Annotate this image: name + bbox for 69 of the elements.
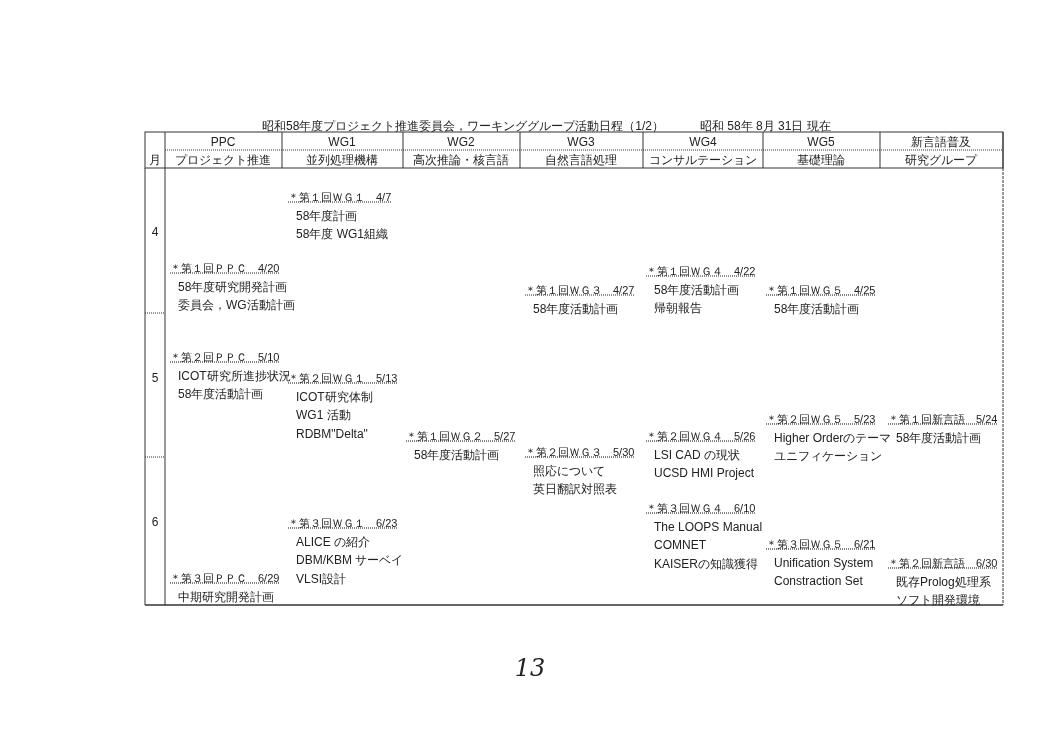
agenda-item: 委員会，WG活動計画 bbox=[178, 298, 295, 312]
column-header: 新言語普及 bbox=[911, 135, 971, 149]
agenda-item: ICOT研究所進捗状況 bbox=[178, 369, 291, 382]
column-subheader: 研究グループ bbox=[905, 153, 977, 167]
agenda-item: 58年度 WG1組織 bbox=[296, 227, 388, 241]
agenda-item: Unification System bbox=[774, 556, 874, 569]
meeting-heading: ＊第２回ＷＧ３ 5/30 bbox=[525, 445, 635, 459]
agenda-item: 58年度活動計画 bbox=[533, 302, 619, 315]
column-header: WG3 bbox=[567, 135, 595, 149]
agenda-item: RDBM"Delta" bbox=[296, 427, 368, 440]
agenda-item: 58年度活動計画 bbox=[774, 302, 860, 315]
column-subheader: プロジェクト推進 bbox=[175, 153, 271, 167]
agenda-item: 既存Prolog処理系 bbox=[896, 575, 991, 588]
column-header: WG1 bbox=[328, 135, 356, 149]
column-header: PPC bbox=[210, 135, 236, 149]
agenda-item: 58年度計画 bbox=[296, 209, 358, 222]
agenda-item: KAISERの知識獲得 bbox=[654, 557, 758, 570]
agenda-item: ALICE の紹介 bbox=[296, 535, 370, 548]
meeting-heading: ＊第３回ＰＰＣ 6/29 bbox=[170, 571, 280, 585]
agenda-item: 58年度活動計画 bbox=[414, 448, 500, 461]
column-subheader: 自然言語処理 bbox=[545, 153, 617, 167]
meeting-heading: ＊第２回ＰＰＣ 5/10 bbox=[170, 350, 280, 364]
meeting-heading: ＊第１回ＷＧ４ 4/22 bbox=[646, 264, 756, 278]
agenda-item: 中期研究開発計画 bbox=[178, 590, 274, 603]
agenda-item: 58年度活動計画 bbox=[654, 283, 740, 296]
month-label: 5 bbox=[151, 371, 159, 385]
meeting-heading: ＊第１回ＷＧ５ 4/25 bbox=[766, 283, 876, 297]
agenda-item: 照応について bbox=[533, 464, 605, 477]
column-subheader: コンサルテーション bbox=[649, 153, 757, 167]
month-label: 4 bbox=[151, 225, 159, 239]
agenda-item: UCSD HMI Project bbox=[654, 466, 754, 480]
column-header: WG5 bbox=[807, 135, 835, 149]
meeting-heading: ＊第２回新言語 6/30 bbox=[888, 556, 998, 570]
agenda-item: 英日翻訳対照表 bbox=[533, 482, 617, 496]
meeting-heading: ＊第１回ＷＧ１ 4/7 bbox=[288, 190, 392, 204]
column-subheader: 高次推論・核言語 bbox=[413, 153, 509, 167]
column-header: WG4 bbox=[689, 135, 717, 149]
meeting-heading: ＊第３回ＷＧ４ 6/10 bbox=[646, 501, 756, 515]
table-title: 昭和58年度プロジェクト推進委員会，ワーキンググループ活動日程（1/2） bbox=[262, 119, 665, 133]
page-number: 13 bbox=[514, 655, 546, 681]
agenda-item: LSI CAD の現状 bbox=[654, 448, 740, 461]
agenda-item: 58年度活動計画 bbox=[178, 387, 264, 401]
meeting-heading: ＊第２回ＷＧ４ 5/26 bbox=[646, 429, 756, 443]
meeting-heading: ＊第３回ＷＧ５ 6/21 bbox=[766, 537, 876, 551]
agenda-item: DBM/KBM サーベイ bbox=[296, 553, 404, 567]
meeting-heading: ＊第１回ＰＰＣ 4/20 bbox=[170, 261, 280, 275]
date-note: 昭和 58年 8月 31日 現在 bbox=[700, 119, 831, 133]
meeting-heading: ＊第２回ＷＧ５ 5/23 bbox=[766, 412, 876, 426]
agenda-item: Constraction Set bbox=[774, 574, 863, 588]
agenda-item: ICOT研究体制 bbox=[296, 390, 373, 403]
column-header: WG2 bbox=[447, 135, 475, 149]
column-subheader: 並列処理機構 bbox=[306, 153, 378, 167]
agenda-item: WG1 活動 bbox=[296, 408, 351, 422]
agenda-item: Higher Orderのテーマ bbox=[774, 431, 892, 444]
column-subheader: 月 bbox=[149, 153, 161, 167]
meeting-heading: ＊第１回ＷＧ２ 5/27 bbox=[406, 429, 516, 443]
agenda-item: 帰朝報告 bbox=[654, 301, 702, 315]
meeting-heading: ＊第１回ＷＧ３ 4/27 bbox=[525, 283, 635, 297]
agenda-item: ソフト開発環境 bbox=[896, 593, 980, 607]
column-subheader: 基礎理論 bbox=[797, 153, 845, 167]
agenda-item: The LOOPS Manual bbox=[654, 520, 763, 533]
meeting-heading: ＊第３回ＷＧ１ 6/23 bbox=[288, 516, 398, 530]
agenda-item: VLSI設計 bbox=[296, 572, 346, 585]
agenda-item: COMNET bbox=[654, 538, 706, 552]
meeting-heading: ＊第１回新言語 5/24 bbox=[888, 412, 998, 426]
agenda-item: ユニフィケーション bbox=[774, 449, 882, 463]
agenda-item: 58年度活動計画 bbox=[896, 431, 982, 444]
month-label: 6 bbox=[151, 515, 159, 529]
agenda-item: 58年度研究開発計画 bbox=[178, 280, 288, 293]
